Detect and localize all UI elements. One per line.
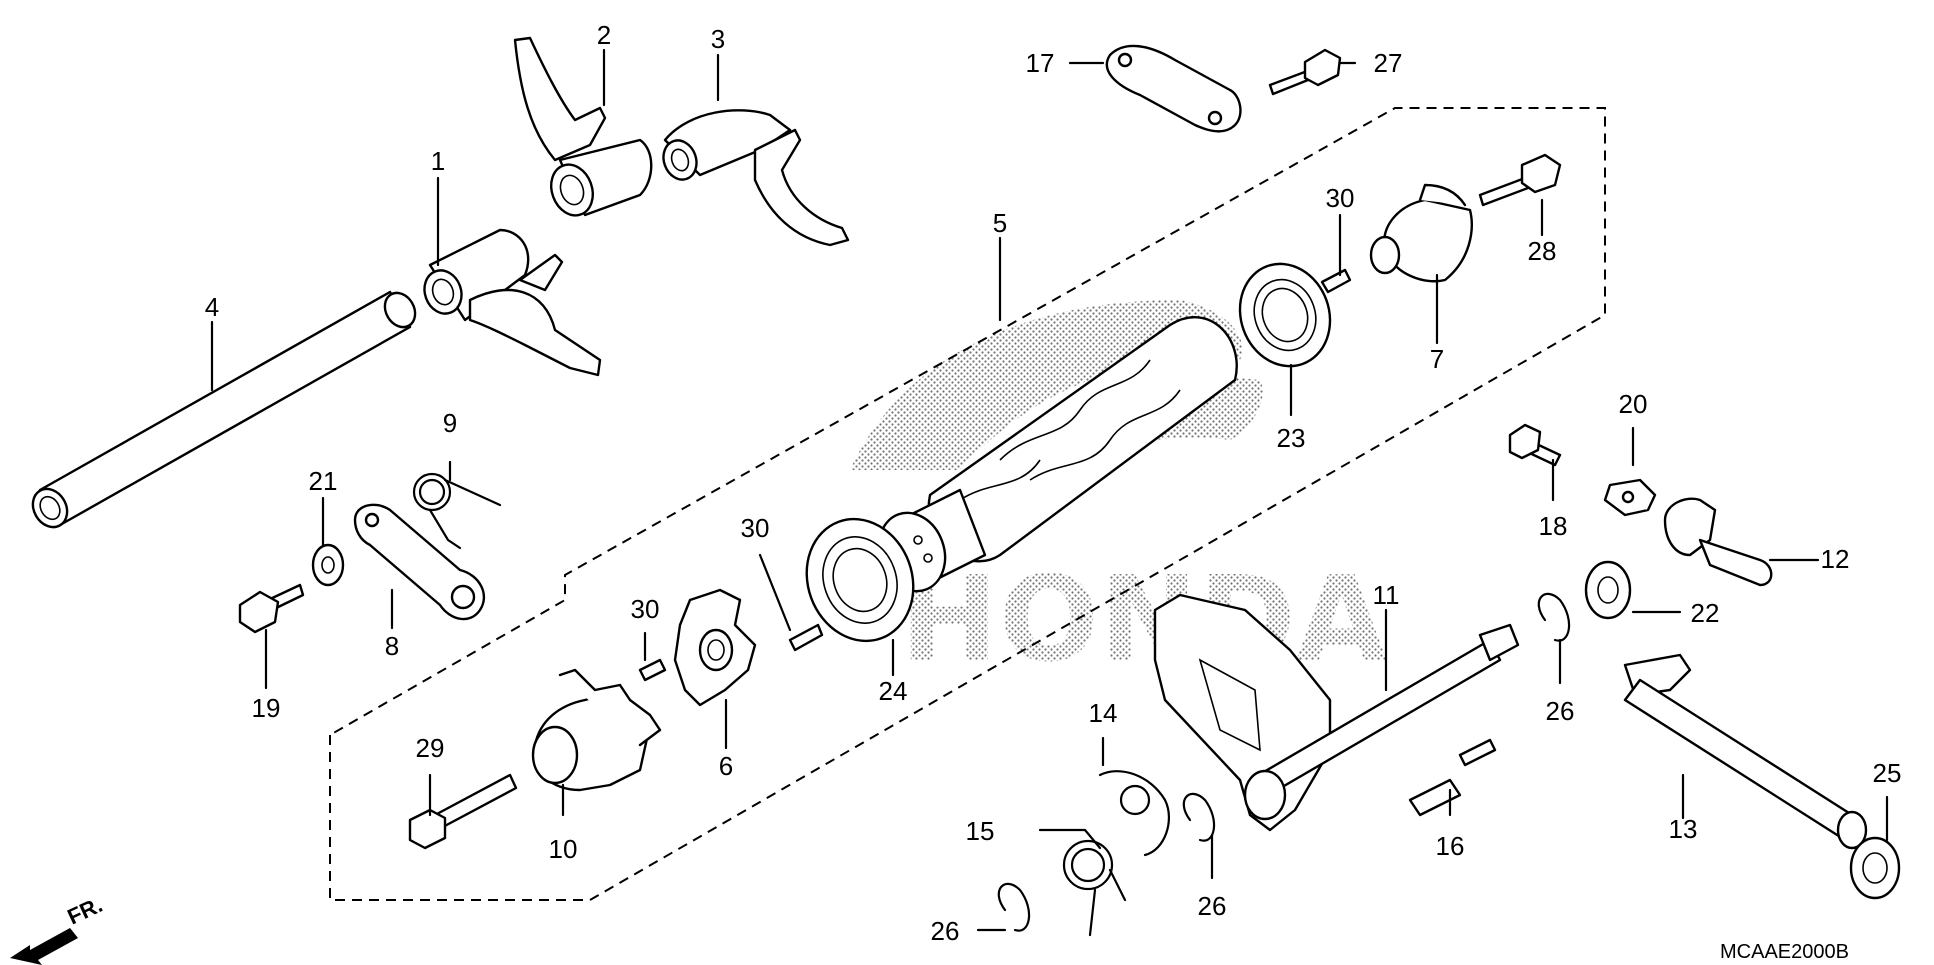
dowel-pin-30-left <box>638 658 667 682</box>
washer-22 <box>1584 560 1632 620</box>
callout-17: 17 <box>1026 48 1055 78</box>
stopper-plate <box>1105 44 1242 133</box>
bearing-24 <box>805 517 915 643</box>
washer-21 <box>311 543 345 587</box>
dowel-pin-30-middle <box>788 623 824 652</box>
callout-27: 27 <box>1374 48 1403 78</box>
drawing-code: MCAAE2000B <box>1720 941 1849 963</box>
assembly-outline-5 <box>329 107 1606 901</box>
bearing-23 <box>1238 262 1332 368</box>
gearshift-shaft <box>1623 653 1868 850</box>
callout-29: 29 <box>416 733 445 763</box>
bolt-29 <box>408 773 518 850</box>
callout-24: 24 <box>879 676 908 706</box>
leader-lines <box>210 48 1889 932</box>
callout-4: 4 <box>205 292 219 322</box>
return-spring-15 <box>1062 839 1127 937</box>
callout-18: 18 <box>1539 511 1568 541</box>
callout-30-middle: 30 <box>741 513 770 543</box>
front-direction-arrow: FR. <box>10 892 106 965</box>
bolt-28 <box>1478 153 1562 207</box>
bolt-18 <box>1508 423 1562 467</box>
callout-23: 23 <box>1277 423 1306 453</box>
bolt-16 <box>1408 738 1497 817</box>
callout-numbers: 1 2 3 4 5 6 7 8 9 10 11 12 13 14 15 16 1… <box>205 20 1902 946</box>
callout-14: 14 <box>1089 698 1118 728</box>
callout-10: 10 <box>549 834 578 864</box>
shift-drum-cam <box>531 668 662 792</box>
callout-11: 11 <box>1373 580 1400 610</box>
callout-5: 5 <box>993 208 1007 238</box>
callout-22: 22 <box>1691 598 1720 628</box>
callout-13: 13 <box>1669 814 1698 844</box>
gearshift-spindle <box>1153 593 1520 832</box>
shift-drum-center <box>1369 183 1473 283</box>
stopper-arm-spring <box>412 472 502 550</box>
front-direction-label: FR. <box>64 892 107 930</box>
stopper-arm <box>353 503 486 621</box>
shift-arm-12 <box>1663 497 1773 587</box>
callout-26-middle: 26 <box>1198 891 1227 921</box>
bolt-27 <box>1268 48 1342 96</box>
shift-fork-2 <box>513 36 653 217</box>
callout-26-bottom: 26 <box>931 916 960 946</box>
callout-20: 20 <box>1619 389 1648 419</box>
callout-30-left: 30 <box>631 594 660 624</box>
callout-9: 9 <box>443 408 457 438</box>
circlip-26-right <box>1537 592 1571 642</box>
circlip-26-middle <box>1182 792 1216 842</box>
callout-16: 16 <box>1436 831 1465 861</box>
callout-21: 21 <box>309 466 338 496</box>
shift-drum-plate <box>673 588 757 707</box>
callout-19: 19 <box>252 693 281 723</box>
callout-12: 12 <box>1821 544 1850 574</box>
dowel-pin-30-top <box>1320 268 1352 294</box>
honda-watermark-text: HONDA <box>900 550 1387 688</box>
callout-25: 25 <box>1873 758 1902 788</box>
callout-2: 2 <box>597 20 611 50</box>
callout-6: 6 <box>719 751 733 781</box>
callout-3: 3 <box>711 24 725 54</box>
callout-7: 7 <box>1430 344 1444 374</box>
bolt-19 <box>238 583 305 634</box>
circlip-26-bottom <box>997 882 1031 932</box>
callout-28: 28 <box>1528 236 1557 266</box>
callout-15: 15 <box>966 816 995 846</box>
oil-seal-25 <box>1849 836 1901 900</box>
spring-14 <box>1098 770 1170 857</box>
callout-30-top: 30 <box>1326 183 1355 213</box>
shift-fork-3 <box>662 109 850 247</box>
callout-1: 1 <box>431 146 445 176</box>
shift-fork-1 <box>423 228 602 377</box>
callout-8: 8 <box>385 631 399 661</box>
bracket-20 <box>1603 478 1657 517</box>
callout-26-right: 26 <box>1546 696 1575 726</box>
shift-fork-shaft <box>31 290 417 529</box>
